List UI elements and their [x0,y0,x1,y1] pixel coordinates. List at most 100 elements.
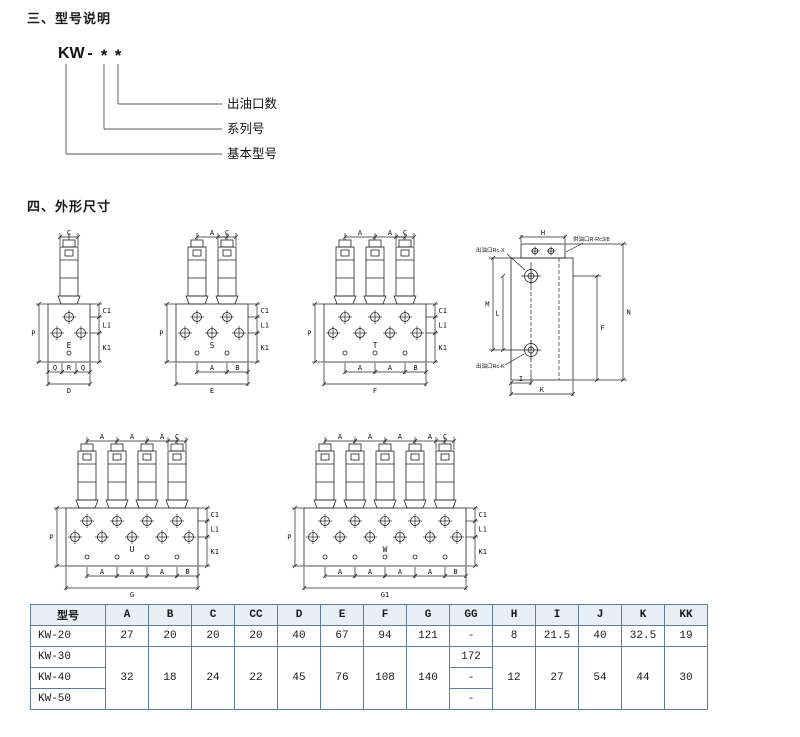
col-header: A [105,604,149,626]
svg-text:W: W [383,545,388,554]
table-row: KW-40- [30,667,708,689]
table-cell: 24 [191,646,235,710]
svg-text:系列号: 系列号 [227,122,265,136]
svg-text:基本型号: 基本型号 [227,147,277,161]
svg-text:A: A [160,568,165,576]
svg-text:C1: C1 [479,511,487,519]
svg-text:B: B [453,568,457,576]
table-cell: 108 [363,646,407,710]
svg-text:A: A [398,568,403,576]
svg-text:L: L [495,310,499,318]
svg-text:A: A [368,433,373,441]
svg-text:A: A [130,568,135,576]
svg-text:C1: C1 [103,307,111,315]
table-cell: 20 [148,625,192,647]
table-cell: 22 [234,646,278,710]
table-cell: KW-20 [30,625,106,647]
svg-text:A: A [160,433,165,441]
svg-text:D: D [67,387,71,395]
col-header: H [492,604,536,626]
col-header: K [621,604,665,626]
col-header: B [148,604,192,626]
svg-text:-: - [87,45,92,62]
svg-text:供油口R-Rc3/8: 供油口R-Rc3/8 [573,235,610,243]
svg-text:Q: Q [53,364,57,372]
svg-text:F: F [373,387,377,395]
table-cell: 172 [449,646,493,668]
table-cell: 54 [578,646,622,710]
table-cell: 30 [664,646,708,710]
table-cell: - [449,688,493,710]
svg-text:A: A [358,229,363,237]
table-cell: 8 [492,625,536,647]
col-header: J [578,604,622,626]
svg-text:C1: C1 [211,511,219,519]
svg-text:G: G [130,591,134,599]
table-cell: 32.5 [621,625,665,647]
svg-text:L1: L1 [439,322,447,330]
svg-text:P: P [287,534,291,542]
svg-text:K1: K1 [439,344,447,352]
col-header: 型号 [30,604,106,626]
svg-text:M: M [485,301,489,309]
section-heading-dimensions: 四、外形尺寸 [27,199,112,214]
table-cell: 27 [105,625,149,647]
svg-text:S: S [210,341,215,350]
svg-text:C: C [443,433,447,441]
svg-text:G1: G1 [381,591,389,599]
section-heading-model: 三、型号说明 [27,11,112,26]
svg-text:H: H [541,229,545,237]
svg-text:P: P [159,330,163,338]
table-cell: 140 [406,646,450,710]
svg-text:A: A [388,364,393,372]
svg-text:出油口Rc-X: 出油口Rc-X [476,246,505,254]
svg-text:*: * [115,46,122,65]
svg-text:C: C [175,433,179,441]
svg-text:K1: K1 [211,548,219,556]
table-cell: KW-50 [30,688,106,710]
svg-text:A: A [130,433,135,441]
svg-text:K1: K1 [103,344,111,352]
table-cell: 44 [621,646,665,710]
svg-text:B: B [235,364,239,372]
svg-text:A: A [358,364,363,372]
svg-text:K1: K1 [479,548,487,556]
col-header: KK [664,604,708,626]
table-cell: 40 [578,625,622,647]
table-cell: KW-40 [30,667,106,689]
svg-text:A: A [338,568,343,576]
svg-text:L1: L1 [479,526,487,534]
svg-text:B: B [413,364,417,372]
svg-text:KW: KW [58,45,86,62]
col-header: F [363,604,407,626]
table-cell: 121 [406,625,450,647]
svg-text:A: A [210,229,215,237]
svg-text:A: A [428,568,433,576]
table-cell: 45 [277,646,321,710]
table-cell: 67 [320,625,364,647]
svg-text:P: P [307,330,311,338]
svg-text:Q: Q [81,364,85,372]
svg-text:B: B [185,568,189,576]
svg-text:出油口数: 出油口数 [227,96,278,111]
svg-text:L1: L1 [211,526,219,534]
table-cell: 20 [234,625,278,647]
table-cell: 94 [363,625,407,647]
table-cell: 27 [535,646,579,710]
col-header: D [277,604,321,626]
svg-text:I: I [519,375,523,383]
table-cell: 20 [191,625,235,647]
svg-text:P: P [31,330,35,338]
svg-text:A: A [210,364,215,372]
table-cell: 76 [320,646,364,710]
svg-text:出油口Rc-K: 出油口Rc-K [476,362,505,370]
table-cell: KW-30 [30,646,106,668]
